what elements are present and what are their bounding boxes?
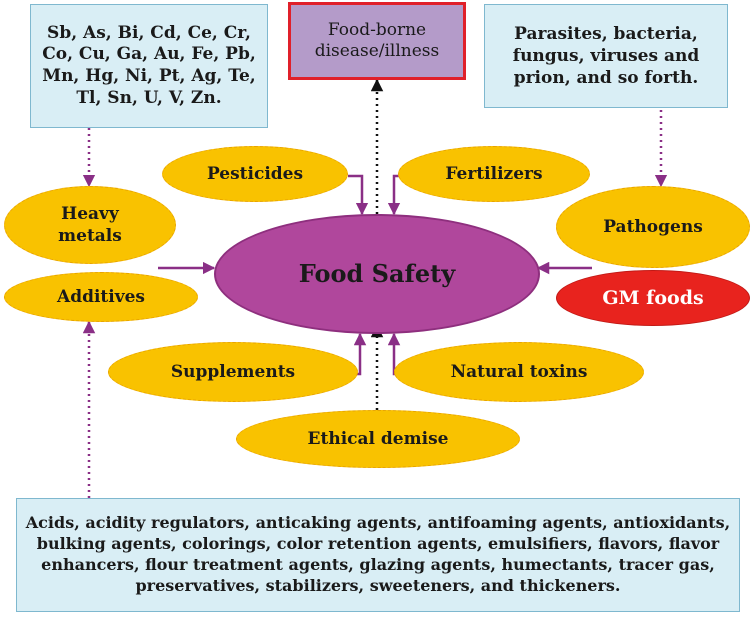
food-safety-label: Food Safety (298, 259, 456, 289)
ethical-demise-node: Ethical demise (236, 410, 520, 468)
pathogen-line-1: Parasites, bacteria, (514, 23, 698, 44)
supplements-node: Supplements (108, 342, 358, 402)
additives-line-4: preservatives, stabilizers, sweeteners, … (135, 575, 621, 595)
metals-line-1: Sb, As, Bi, Cd, Ce, Cr, (47, 22, 251, 43)
disease-line-1: Food-borne (327, 19, 427, 40)
heavy-metals-node: Heavy metals (4, 186, 176, 264)
additives-line-1: Acids, acidity regulators, anticaking ag… (25, 513, 731, 533)
arrow-pesticides-to-center (348, 174, 369, 216)
pathogens-node: Pathogens (556, 186, 750, 268)
pesticides-node: Pesticides (162, 146, 348, 202)
gm-foods-node: GM foods (556, 270, 750, 326)
food-safety-node: Food Safety (214, 214, 540, 334)
additives-label: Additives (57, 286, 145, 307)
additives-line-3: enhancers, flour treatment agents, glazi… (41, 555, 715, 574)
gm-foods-label: GM foods (602, 286, 704, 309)
heavy-metals-label-1: Heavy (61, 203, 119, 224)
additives-line-2: bulking agents, colorings, color retenti… (36, 534, 720, 554)
metals-line-4: Tl, Sn, U, V, Zn. (76, 87, 222, 108)
pathogens-label: Pathogens (603, 216, 703, 237)
ethical-demise-label: Ethical demise (307, 428, 449, 449)
additives-list-box: Acids, acidity regulators, anticaking ag… (16, 498, 740, 612)
additives-node: Additives (4, 272, 198, 322)
pathogen-line-2: fungus, viruses and (512, 45, 700, 66)
metals-line-3: Mn, Hg, Ni, Pt, Ag, Te, (42, 66, 256, 86)
metals-list-box: Sb, As, Bi, Cd, Ce, Cr, Co, Cu, Ga, Au, … (30, 4, 268, 128)
pathogen-line-3: prion, and so forth. (513, 68, 699, 89)
metals-line-2: Co, Cu, Ga, Au, Fe, Pb, (42, 44, 256, 65)
supplements-label: Supplements (170, 361, 296, 382)
pesticides-label: Pesticides (206, 163, 304, 184)
fertilizers-node: Fertilizers (398, 146, 590, 202)
pathogen-list-box: Parasites, bacteria, fungus, viruses and… (484, 4, 728, 108)
heavy-metals-label-2: metals (58, 226, 122, 246)
foodborne-disease-box: Food-borne disease/illness (288, 2, 466, 80)
disease-line-2: disease/illness (314, 41, 440, 61)
natural-toxins-node: Natural toxins (394, 342, 644, 402)
fertilizers-label: Fertilizers (445, 163, 543, 184)
natural-toxins-label: Natural toxins (450, 361, 588, 382)
